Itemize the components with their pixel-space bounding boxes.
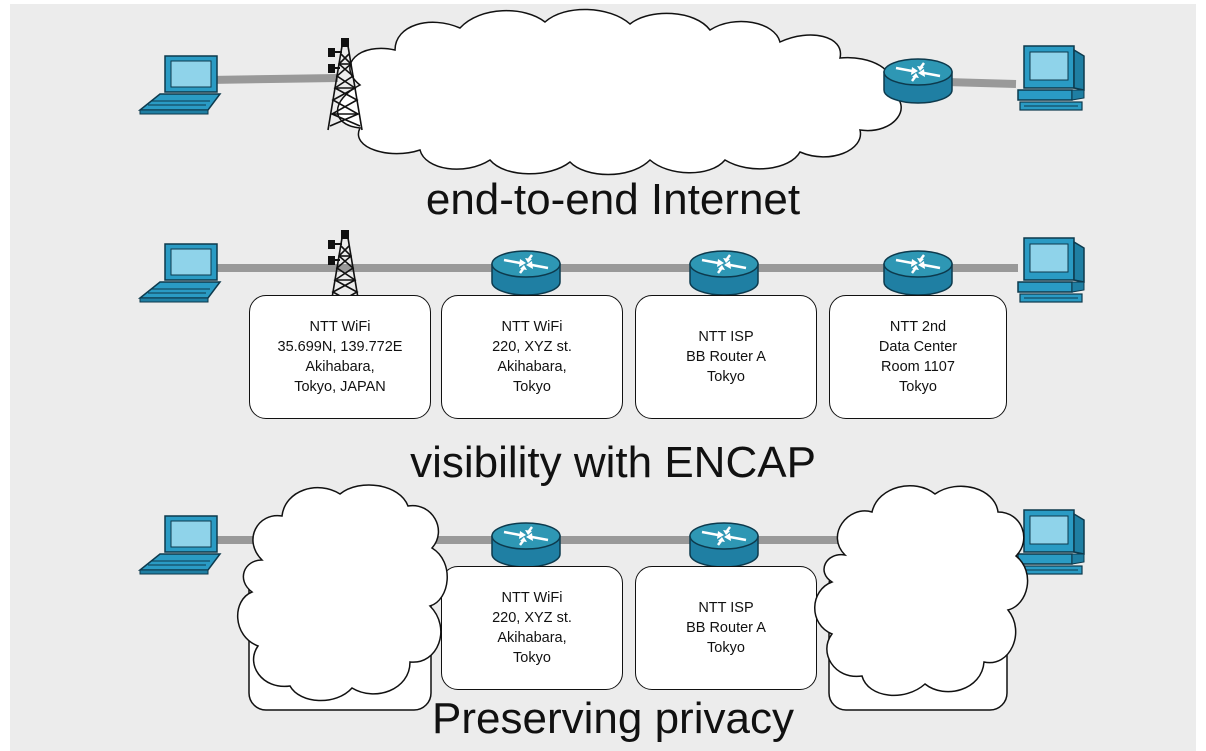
link-row1-a bbox=[207, 74, 339, 84]
box-line: Tokyo bbox=[707, 369, 745, 385]
box-line: BB Router A bbox=[686, 620, 766, 636]
box-line: NTT WiFi bbox=[309, 319, 371, 335]
box-line: NTT 2nd bbox=[889, 319, 947, 335]
box-line: 220, XYZ st. bbox=[492, 339, 572, 355]
privacy-cloud-left bbox=[237, 484, 448, 702]
location-box-data-center: NTT 2nd Data Center Room 1107 Tokyo bbox=[829, 295, 1007, 419]
box-line: Data Center bbox=[878, 339, 958, 355]
box-line: Room 1107 bbox=[881, 359, 955, 375]
box-line: NTT ISP bbox=[698, 600, 754, 616]
box-line: NTT WiFi bbox=[501, 590, 563, 606]
box-line: 35.699N, 139.772E bbox=[277, 339, 403, 355]
link-row1-b bbox=[945, 78, 1017, 88]
caption-end-to-end: end-to-end Internet bbox=[425, 175, 801, 224]
box-line: Tokyo bbox=[513, 650, 551, 666]
location-box-wifi-router: NTT WiFi 220, XYZ st. Akihabara, Tokyo bbox=[441, 295, 623, 419]
box-line: Tokyo bbox=[513, 379, 551, 395]
box-line: NTT ISP bbox=[698, 329, 754, 345]
box-line: Tokyo, JAPAN bbox=[294, 379, 386, 395]
box-line: 220, XYZ st. bbox=[492, 610, 572, 626]
box-line: BB Router A bbox=[686, 349, 766, 365]
internet-cloud bbox=[336, 8, 902, 176]
box-line: Tokyo bbox=[707, 640, 745, 656]
privacy-cloud-right bbox=[814, 485, 1029, 697]
location-box-wifi-ap: NTT WiFi 35.699N, 139.772E Akihabara, To… bbox=[249, 295, 431, 419]
box-line: Tokyo bbox=[899, 379, 937, 395]
box-line: Akihabara, bbox=[497, 630, 567, 646]
box-line: Akihabara, bbox=[305, 359, 375, 375]
caption-privacy: Preserving privacy bbox=[432, 694, 794, 743]
box-line: NTT WiFi bbox=[501, 319, 563, 335]
box-line: Akihabara, bbox=[497, 359, 567, 375]
location-box-isp-router: NTT ISP BB Router A Tokyo bbox=[635, 295, 817, 419]
location-box-isp-router: NTT ISP BB Router A Tokyo bbox=[635, 566, 817, 690]
caption-visibility: visibility with ENCAP bbox=[410, 438, 816, 487]
location-box-wifi-router: NTT WiFi 220, XYZ st. Akihabara, Tokyo bbox=[441, 566, 623, 690]
